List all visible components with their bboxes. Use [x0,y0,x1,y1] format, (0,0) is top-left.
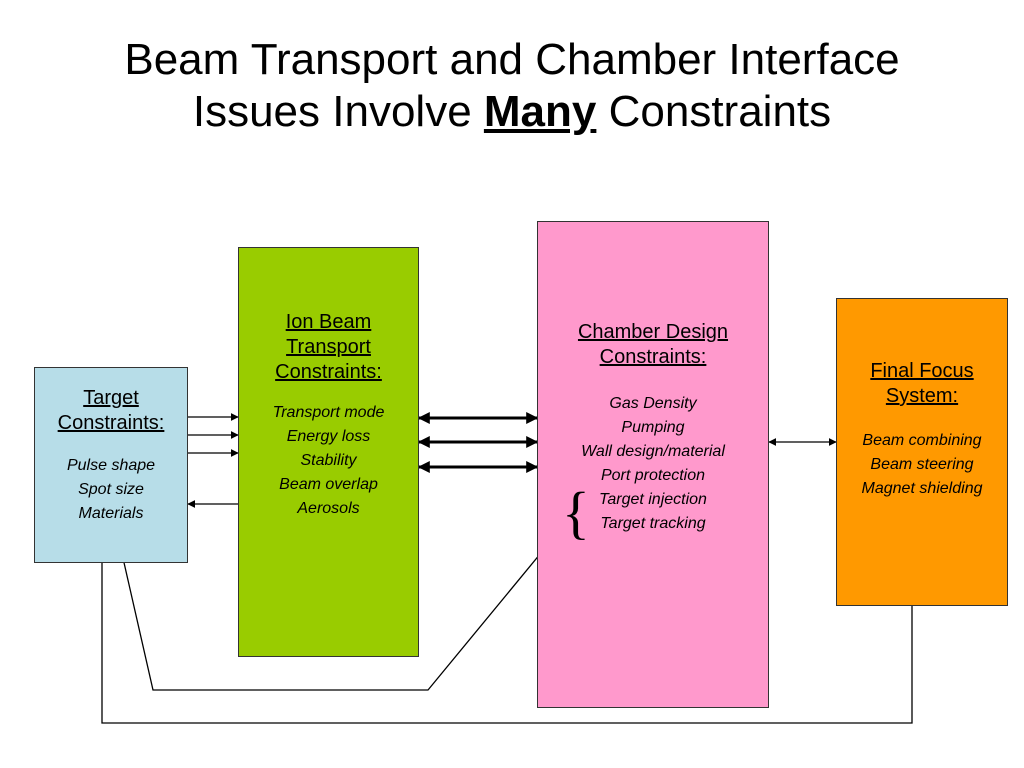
focus-heading-line-1: Final Focus [870,360,974,382]
focus-item: Beam steering [870,456,974,473]
title-line-2-prefix: Issues Involve [192,87,484,136]
target-items: Pulse shape Spot size Materials [35,454,187,526]
chamber-item: Target injection [599,491,707,508]
focus-heading-line-2: System: [885,385,959,407]
chamber-items: Gas Density Pumping Wall design/material… [538,392,768,536]
ion-heading-line-1: Ion Beam [285,311,372,333]
chamber-item: Wall design/material [581,443,725,460]
chamber-item: Target tracking [600,515,706,532]
focus-item: Magnet shielding [861,480,983,497]
ion-item: Beam overlap [279,476,378,493]
focus-items: Beam combining Beam steering Magnet shie… [837,429,1007,501]
title-line-2-suffix: Constraints [596,87,832,136]
title-emphasis: Many [483,87,597,136]
chamber-heading-line-2: Constraints: [599,346,707,368]
arrow-chamber-to-target [117,524,565,691]
target-constraints-box: Target Constraints: Pulse shape Spot siz… [34,367,188,563]
ion-heading-line-2: Transport [286,336,371,358]
chamber-heading-line-1: Chamber Design [577,321,729,343]
target-item: Pulse shape [66,457,156,474]
chamber-item: Port protection [600,467,706,484]
slide-title: Beam Transport and Chamber Interface Iss… [0,34,1024,138]
ion-beam-constraints-box: Ion Beam Transport Constraints: Transpor… [238,247,419,657]
target-item: Materials [78,505,144,522]
target-heading-line-1: Target [83,387,139,409]
title-line-1: Beam Transport and Chamber Interface [124,35,900,84]
ion-item: Energy loss [286,428,371,445]
ion-item: Stability [300,452,357,469]
ion-heading-line-3: Constraints: [275,361,382,383]
ion-items: Transport mode Energy loss Stability Bea… [239,401,418,521]
final-focus-system-box: Final Focus System: Beam combining Beam … [836,298,1008,606]
target-item: Spot size [78,481,144,498]
target-heading-line-2: Constraints: [57,412,165,434]
ion-item: Transport mode [272,404,385,421]
chamber-design-constraints-box: Chamber Design Constraints: Gas Density … [537,221,769,708]
curly-brace-icon: { [562,480,590,545]
focus-item: Beam combining [862,432,982,449]
arrow-focus-to-target [98,524,916,724]
chamber-item: Gas Density [609,395,697,412]
ion-item: Aerosols [297,500,360,517]
chamber-item: Pumping [621,419,685,436]
